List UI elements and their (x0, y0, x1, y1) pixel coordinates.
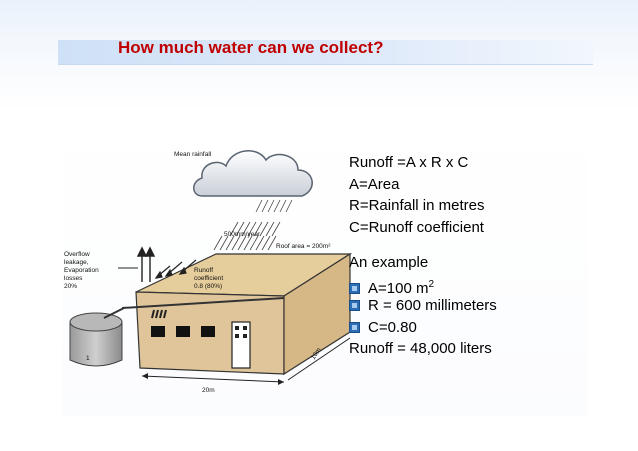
length-label: 20m (202, 387, 215, 392)
list-item: R = 600 millimeters (349, 295, 589, 317)
rain-lines (213, 199, 293, 251)
example-heading: An example (349, 254, 429, 271)
slide-title: How much water can we collect? (118, 38, 384, 57)
tank-label: 1 (86, 355, 90, 362)
checkbox-bullet-icon (349, 321, 360, 333)
runoff-coef-label-2: coefficient (194, 275, 223, 282)
formula-coefficient: C=Runoff coefficient (349, 218, 484, 236)
title-bar (58, 40, 593, 65)
example-result: Runoff = 48,000 liters (349, 340, 492, 357)
formula-area: A=Area (349, 175, 400, 193)
cloud-icon (193, 150, 313, 197)
loss-label-1: Overflow (64, 251, 90, 258)
runoff-coef-label-3: 0.8 (80%) (194, 283, 222, 290)
flow-arrows (154, 259, 197, 279)
loss-label-2: leakage, (64, 259, 89, 266)
window-3 (201, 326, 215, 337)
mean-rainfall-label: Mean rainfall (174, 151, 212, 158)
checkbox-bullet-icon (349, 300, 360, 311)
list-item: A=100 m2 (349, 274, 589, 297)
water-tank (69, 312, 123, 367)
roof-area-label: Roof area = 200m² (276, 243, 331, 250)
formula-runoff: Runoff =A x R x C (349, 154, 469, 171)
rain-rate-label: 500mm/year (224, 231, 261, 238)
vents (151, 309, 167, 319)
window-1 (151, 326, 165, 337)
formula-rainfall: R=Rainfall in metres (349, 197, 485, 214)
loss-label-5: 20% (64, 283, 77, 290)
runoff-coef-label-1: Runoff (194, 267, 213, 274)
window-2 (176, 326, 190, 337)
loss-label-4: losses (64, 275, 83, 282)
loss-label-3: Evaporation (64, 267, 99, 274)
rainwater-harvest-diagram: Mean rainfall 500mm/year Roof area = 200… (64, 150, 352, 392)
loss-arrows (136, 246, 156, 282)
formula-text: Runoff =A x R x C A=Area R=Rainfall in m… (349, 152, 589, 360)
door (231, 321, 251, 369)
gutter (121, 297, 285, 309)
list-item: C=0.80 (349, 317, 589, 339)
checkbox-bullet-icon (349, 282, 360, 294)
